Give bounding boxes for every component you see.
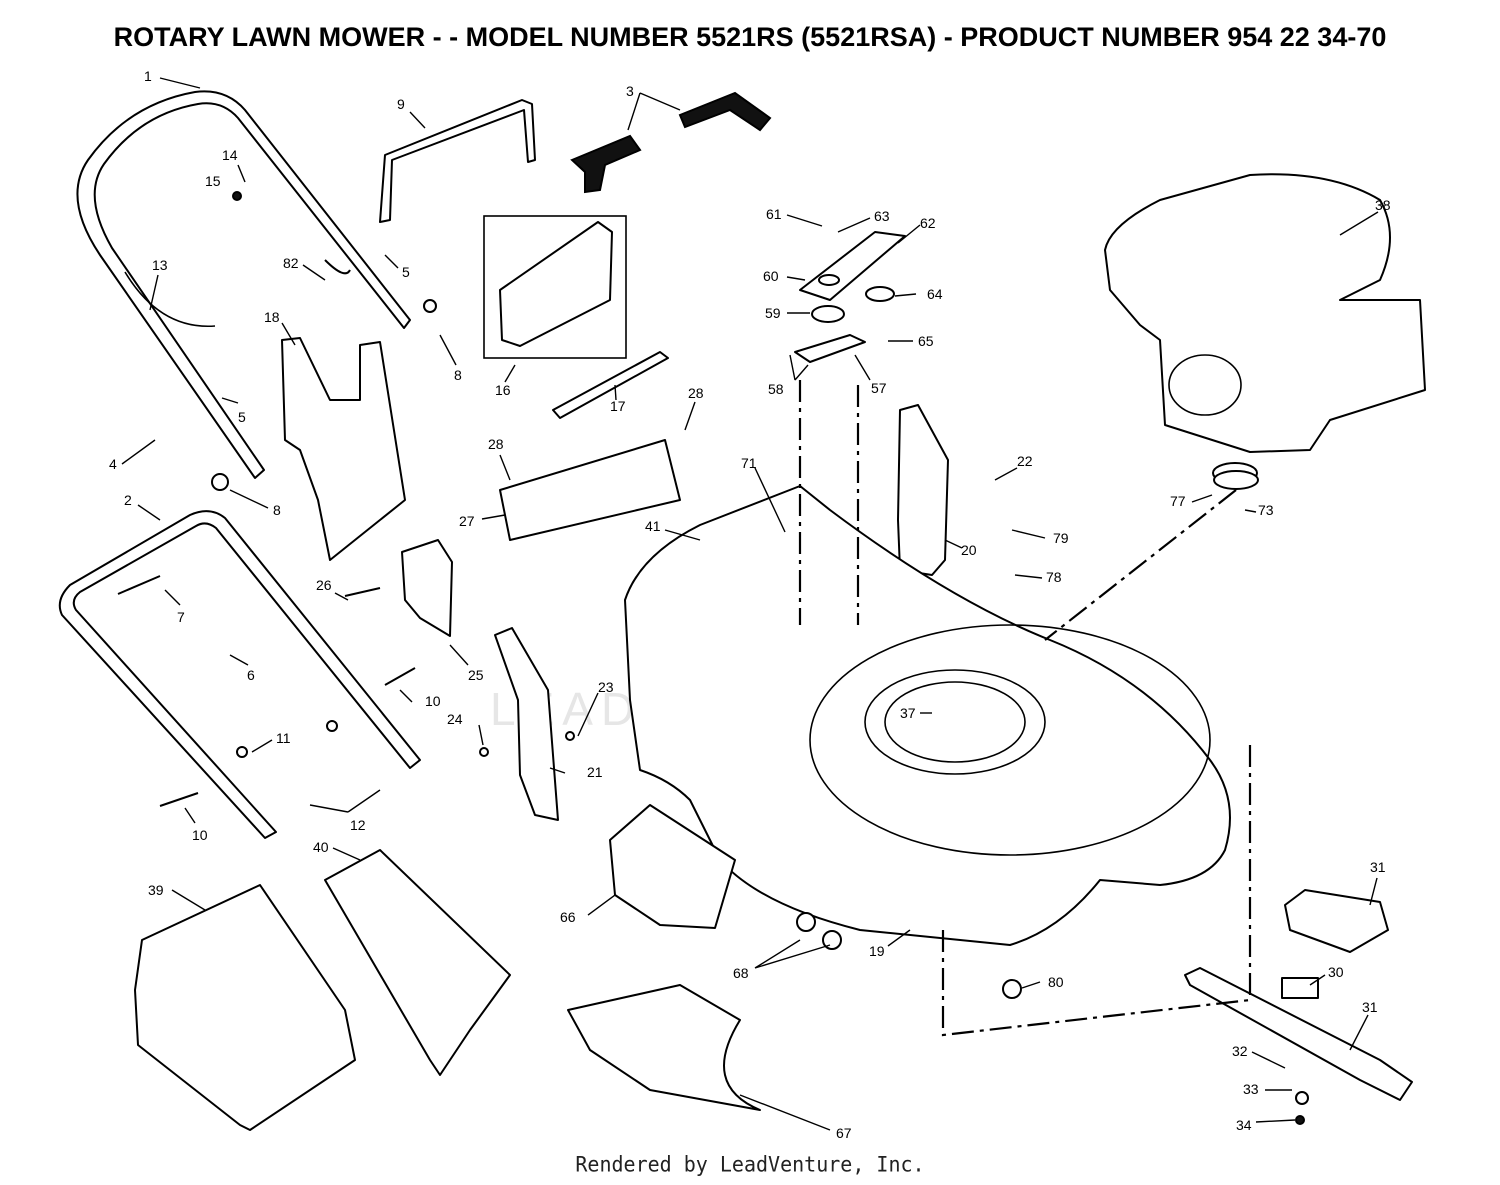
callout-7: 7 [177,609,185,625]
callout-31b: 31 [1362,999,1378,1015]
callout-77: 77 [1170,493,1186,509]
callout-31a: 31 [1370,859,1386,875]
footer-credit: Rendered by LeadVenture, Inc. [575,1151,925,1177]
lower-handle[interactable] [58,510,421,839]
alignment-lines [798,380,1252,1037]
callout-3: 3 [626,83,634,99]
height-adjuster-rear[interactable] [897,404,949,576]
callout-8b: 8 [273,502,281,518]
callout-80: 80 [1048,974,1064,990]
bag-frame[interactable] [324,849,511,1076]
callout-59: 59 [765,305,781,321]
callout-82: 82 [283,255,299,271]
callout-16: 16 [495,382,511,398]
callout-41: 41 [645,518,661,534]
callout-68: 68 [733,965,749,981]
rear-door[interactable] [499,439,681,541]
callout-62: 62 [920,215,936,231]
callout-38: 38 [1375,197,1391,213]
callout-39: 39 [148,882,164,898]
callout-20: 20 [961,542,977,558]
drive-assembly[interactable] [794,231,1259,490]
callout-14: 14 [222,147,238,163]
callout-23: 23 [598,679,614,695]
callout-66: 66 [560,909,576,925]
callout-78: 78 [1046,569,1062,585]
callout-60: 60 [763,268,779,284]
callout-5b: 5 [238,409,246,425]
blade[interactable] [1184,967,1413,1101]
blade-adapter[interactable] [1284,889,1389,953]
callout-27: 27 [459,513,475,529]
callout-labels: 1 2 3 4 5 5 6 7 8 8 9 10 10 11 12 13 14 … [109,68,1391,1141]
callout-6: 6 [247,667,255,683]
callout-64: 64 [927,286,943,302]
callout-11: 11 [276,730,291,746]
callout-28a: 28 [488,436,504,452]
callout-9: 9 [397,96,405,112]
mulch-plate[interactable] [567,984,761,1111]
callout-22: 22 [1017,453,1033,469]
callout-12: 12 [350,817,366,833]
callout-67: 67 [836,1125,852,1141]
height-adjuster-front[interactable] [494,627,559,821]
engine[interactable] [1104,173,1426,484]
callout-10a: 10 [425,693,441,709]
callout-25: 25 [468,667,484,683]
callout-34: 34 [1236,1117,1252,1133]
hardware [117,191,1319,1125]
callout-73: 73 [1258,502,1274,518]
callout-8a: 8 [454,367,462,383]
discharge-chute[interactable] [281,337,406,561]
callout-21: 21 [587,764,603,780]
callout-37: 37 [900,705,916,721]
mower-deck[interactable] [624,485,1231,946]
callout-63: 63 [874,208,890,224]
upper-handle[interactable] [76,90,411,479]
callout-79: 79 [1053,530,1069,546]
callout-18: 18 [264,309,280,325]
callout-5a: 5 [402,264,410,280]
hinge-rod[interactable] [552,351,669,419]
callout-13: 13 [152,257,168,273]
rear-plate[interactable] [483,215,627,359]
callout-1: 1 [144,68,152,84]
callout-26: 26 [316,577,332,593]
callout-28b: 28 [688,385,704,401]
callout-57: 57 [871,380,887,396]
callout-71: 71 [741,455,757,471]
handle-grips[interactable] [570,91,772,194]
leader-lines [121,77,1379,1131]
callout-19: 19 [869,943,885,959]
callout-4: 4 [109,456,117,472]
grass-bag[interactable] [134,884,356,1131]
callout-17: 17 [610,398,626,414]
callout-58: 58 [768,381,784,397]
callout-33: 33 [1243,1081,1259,1097]
callout-61: 61 [766,206,782,222]
callout-24: 24 [447,711,463,727]
callout-15: 15 [205,173,221,189]
chute-bracket[interactable] [401,539,453,637]
callout-10b: 10 [192,827,208,843]
callout-40: 40 [313,839,329,855]
callout-32: 32 [1232,1043,1248,1059]
diagram-title: ROTARY LAWN MOWER - - MODEL NUMBER 5521R… [113,22,1387,52]
callout-2: 2 [124,492,132,508]
callout-30: 30 [1328,964,1344,980]
callout-65: 65 [918,333,934,349]
control-bail[interactable] [379,99,536,223]
